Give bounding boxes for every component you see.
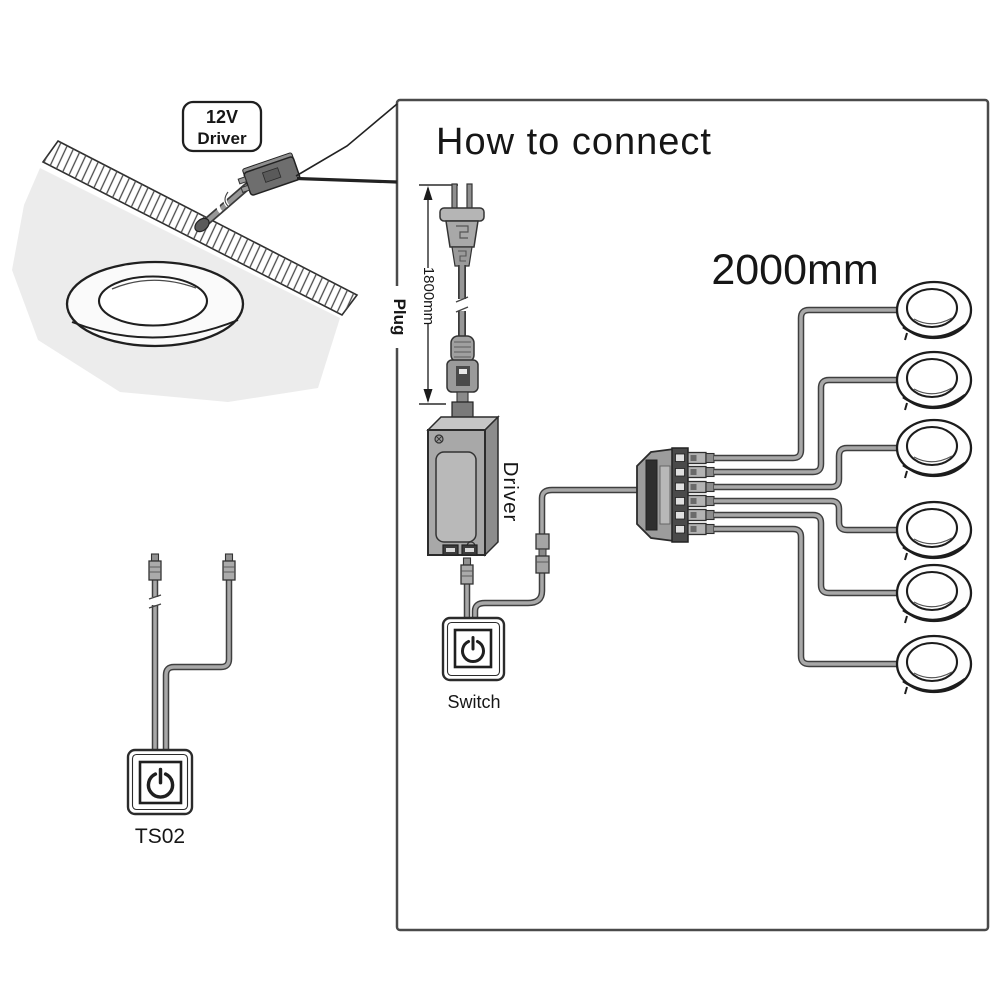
downlight-3 [895,418,973,480]
splitter-output-connector-1 [687,451,715,465]
downlight-5 [895,563,973,625]
plug-prong [451,183,458,211]
splitter-output-connector-2 [687,465,715,479]
driver-inlet [451,401,474,419]
downlight-4 [895,500,973,562]
arrow-up-icon [423,186,433,200]
main-panel-border [395,98,990,932]
downlight-2 [895,350,973,412]
plug-prong [466,183,473,211]
callout-voltage: 12V [206,107,238,127]
driver-label-plate [435,451,477,543]
splitter-output-connector-6 [687,522,715,536]
arrow-down-icon [423,389,433,403]
cable-through-ceiling [194,184,250,233]
diagram-title: How to connect [436,121,712,163]
cable-length-label: 2000mm [711,246,878,294]
plug-label-group: Plug [390,286,409,348]
touch-switch-assembly: TS02 [126,553,236,848]
callout-leader-lines [295,103,398,184]
cable-break-mark [148,594,162,609]
splitter-output-connector-3 [687,480,715,494]
wall-switch: Switch [441,616,506,712]
switch-label: Switch [447,692,500,712]
c7-connector [446,335,479,403]
driver-cable-connector [237,152,301,196]
splitter-output-connector-4 [687,494,715,508]
plug-label: Plug [390,299,409,336]
touch-switch-label: TS02 [135,825,185,848]
driver-unit: Driver [426,415,522,557]
inline-connector [535,533,550,574]
ceiling-illustration [12,139,359,402]
cord-dimension: 1800mm [419,184,458,405]
splitter-port-slots [675,453,685,534]
downlight-6 [895,634,973,696]
splitter-output-connector-5 [687,508,715,522]
callout-device: Driver [197,129,247,148]
screw-icon [434,434,444,444]
downlight-1 [895,280,973,342]
driver-label: Driver [499,462,522,523]
touch-switch [126,748,194,816]
splitter-hub [636,447,715,543]
cable-grommet [194,217,210,233]
power-plug [439,183,485,419]
recessed-light-ring [65,260,245,348]
callout-label: 12V Driver [181,100,263,153]
cord-length-label: 1800mm [420,267,437,325]
switch-to-splitter-wire [475,490,641,618]
cable-break-mark [455,296,469,313]
